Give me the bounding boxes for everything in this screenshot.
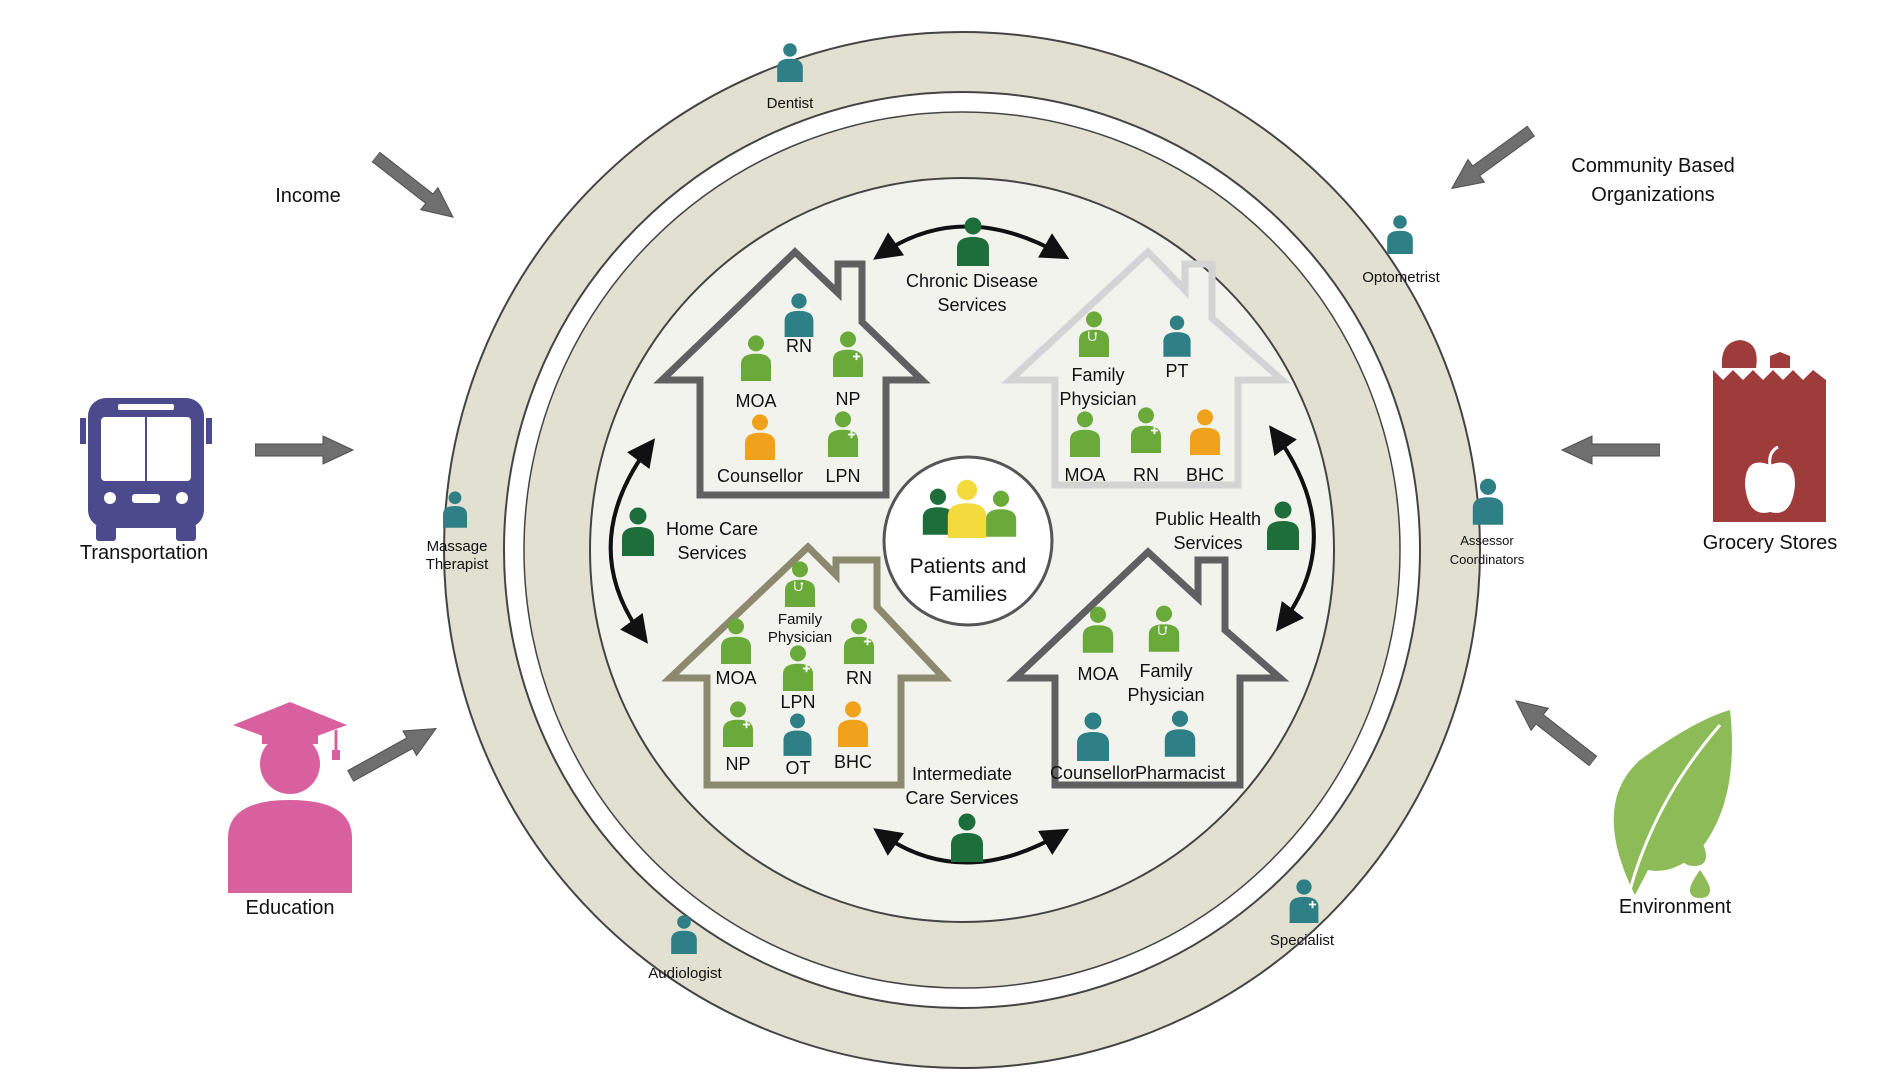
house-bottom-right <box>1006 547 1290 789</box>
lpn-label: LPN <box>825 466 860 486</box>
patients-label-2: Families <box>929 583 1007 606</box>
pharmacist-label: Pharmacist <box>1135 763 1225 783</box>
home-care-label-2: Services <box>677 543 746 563</box>
community-label-1: Community Based <box>1571 155 1734 177</box>
leaf-drop-icon <box>1613 710 1732 898</box>
np-label: NP <box>835 389 860 409</box>
grocery-arrow <box>1561 435 1660 465</box>
public-health-label-2: Services <box>1173 533 1242 553</box>
transportation-arrow <box>255 435 354 465</box>
chronic-disease-label-1: Chronic Disease <box>906 271 1038 291</box>
moa-label: MOA <box>715 668 756 688</box>
house-bottom-right-staff: MOA Family Physician Counsellor Pharmaci… <box>1050 605 1225 783</box>
pt-label: PT <box>1165 361 1188 381</box>
moa-label: MOA <box>1077 664 1118 684</box>
bhc-label: BHC <box>834 752 872 772</box>
massage-therapist-label-2: Therapist <box>426 556 489 573</box>
family-physician-label-2: Physician <box>768 629 832 646</box>
income-arrow <box>366 145 463 229</box>
environment-arrow <box>1506 689 1603 773</box>
optometrist-label: Optometrist <box>1362 269 1440 286</box>
massage-therapist-label-1: Massage <box>427 538 488 555</box>
grocery-bag-icon <box>1713 340 1826 522</box>
dentist-label: Dentist <box>767 95 815 112</box>
assessor-coordinators-label-1: Assessor <box>1460 533 1514 548</box>
environment-label: Environment <box>1619 896 1732 918</box>
patients-label-1: Patients and <box>910 555 1027 578</box>
intermediate-care-label-1: Intermediate <box>912 764 1012 784</box>
house-top-left <box>653 247 931 499</box>
house-top-right-staff: Family Physician PT MOA RN BHC <box>1059 311 1224 485</box>
transportation-label: Transportation <box>80 542 208 564</box>
education-arrow <box>343 715 444 789</box>
income-label: Income <box>275 185 341 207</box>
family-physician-label-1: Family <box>1072 365 1125 385</box>
house-top-right <box>1001 247 1292 489</box>
bhc-label: BHC <box>1186 465 1224 485</box>
moa-label: MOA <box>1064 465 1105 485</box>
rn-label: RN <box>786 336 812 356</box>
intermediate-care-label-2: Care Services <box>905 788 1018 808</box>
bus-icon <box>80 398 212 541</box>
np-label: NP <box>725 754 750 774</box>
family-physician-label-2: Physician <box>1127 685 1204 705</box>
counsellor-label: Counsellor <box>1050 763 1136 783</box>
family-physician-label-1: Family <box>1140 661 1193 681</box>
rn-label: RN <box>846 668 872 688</box>
house-bottom-left-staff: Family Physician MOA LPN RN NP OT BHC <box>715 561 875 778</box>
assessor-coordinator-person-icon <box>1472 478 1504 525</box>
ot-label: OT <box>786 758 811 778</box>
counsellor-label: Counsellor <box>717 466 803 486</box>
chronic-disease-label-2: Services <box>937 295 1006 315</box>
education-label: Education <box>246 897 335 919</box>
audiologist-label: Audiologist <box>648 965 722 982</box>
arrow-bottom <box>873 828 1070 865</box>
graduate-icon <box>228 702 352 893</box>
family-physician-label-1: Family <box>778 611 823 628</box>
community-label-2: Organizations <box>1591 184 1714 206</box>
patients-circle <box>882 455 1054 627</box>
assessor-coordinators-label-2: Coordinators <box>1450 552 1525 567</box>
arrow-right <box>1269 425 1316 632</box>
grocery-stores-label: Grocery Stores <box>1703 532 1837 554</box>
home-care-label-1: Home Care <box>666 519 758 539</box>
moa-label: MOA <box>735 391 776 411</box>
dentist-person-icon <box>777 43 803 82</box>
community-arrow <box>1443 119 1540 201</box>
lpn-label: LPN <box>780 692 815 712</box>
house-top-left-staff: RN MOA NP Counsellor LPN <box>717 293 864 486</box>
family-physician-label-2: Physician <box>1059 389 1136 409</box>
rn-label: RN <box>1133 465 1159 485</box>
house-bottom-left <box>661 542 953 789</box>
optometrist-person-icon <box>1387 215 1413 254</box>
arrow-left <box>608 438 656 644</box>
specialist-label: Specialist <box>1270 932 1335 949</box>
public-health-label-1: Public Health <box>1155 509 1261 529</box>
